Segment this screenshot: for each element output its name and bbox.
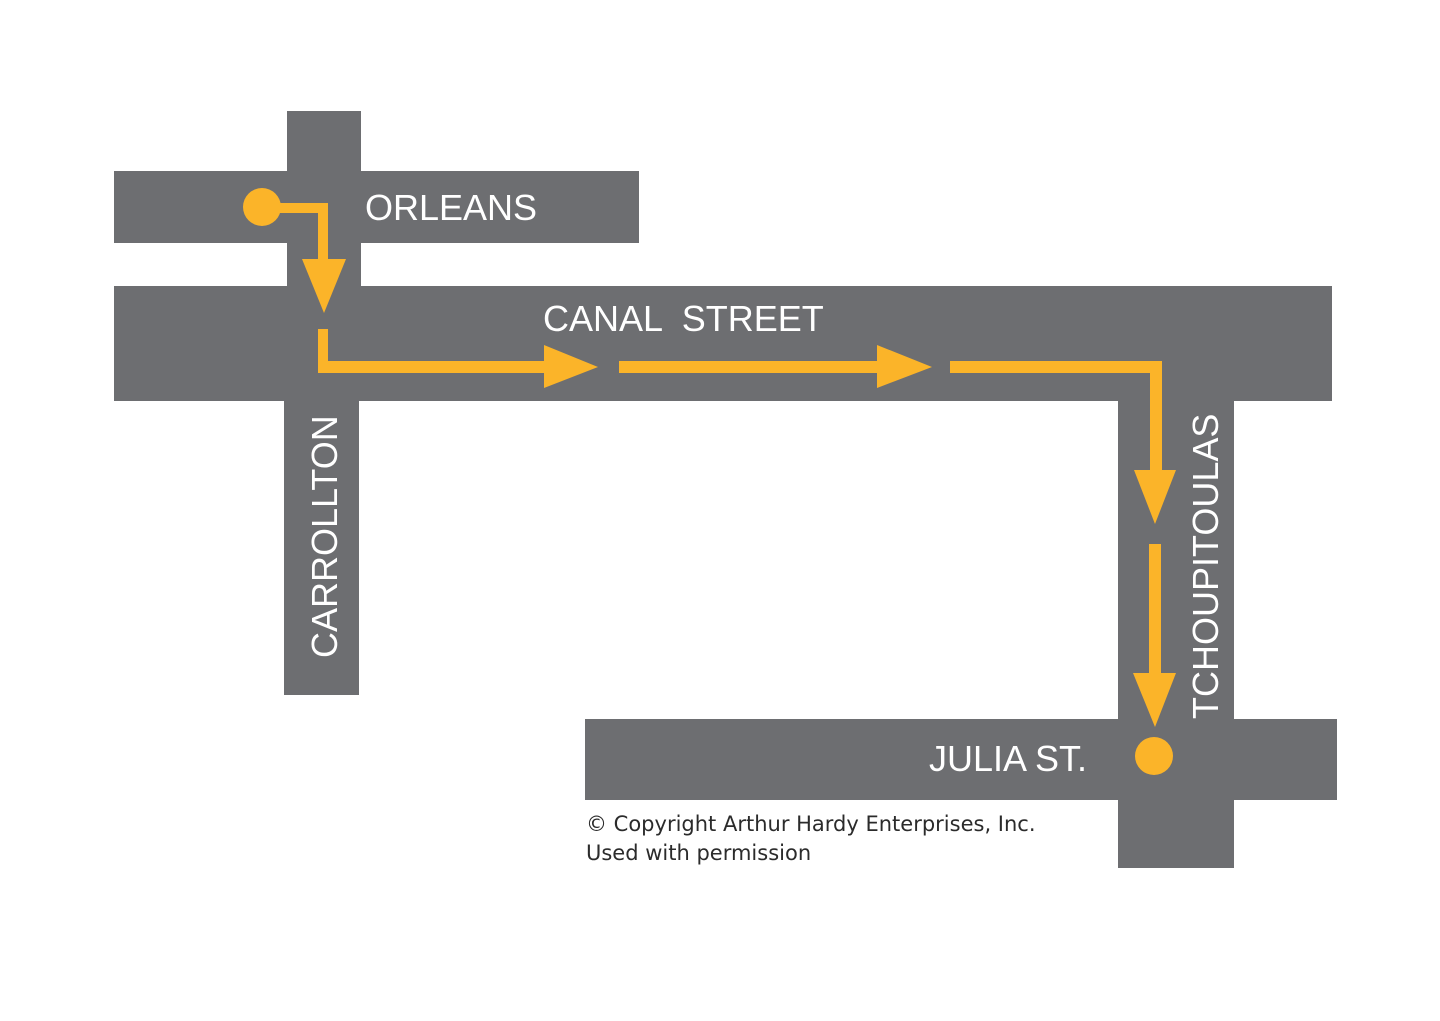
street-label-carrollton: CARROLLTON: [304, 415, 345, 658]
street-label-julia: JULIA ST.: [929, 738, 1087, 779]
parade-route: [243, 188, 1176, 775]
route-arrow-east: [877, 345, 932, 388]
route-segment: [262, 203, 324, 213]
route-arrow-south: [1133, 673, 1176, 727]
route-segment: [318, 203, 328, 261]
route-arrow-south: [1134, 470, 1176, 524]
street-label-orleans: ORLEANS: [365, 187, 537, 228]
street-label-tchoupitoulas: TCHOUPITOULAS: [1185, 414, 1226, 719]
route-end-marker: [1135, 737, 1173, 775]
copyright-line: © Copyright Arthur Hardy Enterprises, In…: [586, 812, 1036, 836]
route-segment: [1150, 361, 1162, 474]
route-segment: [619, 361, 881, 373]
canal-street-road: [114, 286, 1332, 401]
route-arrow-south: [302, 259, 346, 313]
street-label-canal: CANAL STREET: [543, 298, 824, 339]
route-segment: [318, 329, 328, 373]
julia-street-road: [585, 719, 1337, 800]
route-segment: [950, 361, 1162, 373]
route-arrow-east: [544, 345, 598, 388]
road-network: [114, 111, 1337, 868]
carrollton-road-lower: [284, 398, 359, 695]
route-segment: [318, 361, 548, 373]
permission-line: Used with permission: [586, 841, 812, 865]
street-labels: ORLEANS CANAL STREET CARROLLTON TCHOUPIT…: [304, 187, 1226, 779]
orleans-road: [114, 171, 639, 243]
route-segment: [1149, 544, 1161, 677]
